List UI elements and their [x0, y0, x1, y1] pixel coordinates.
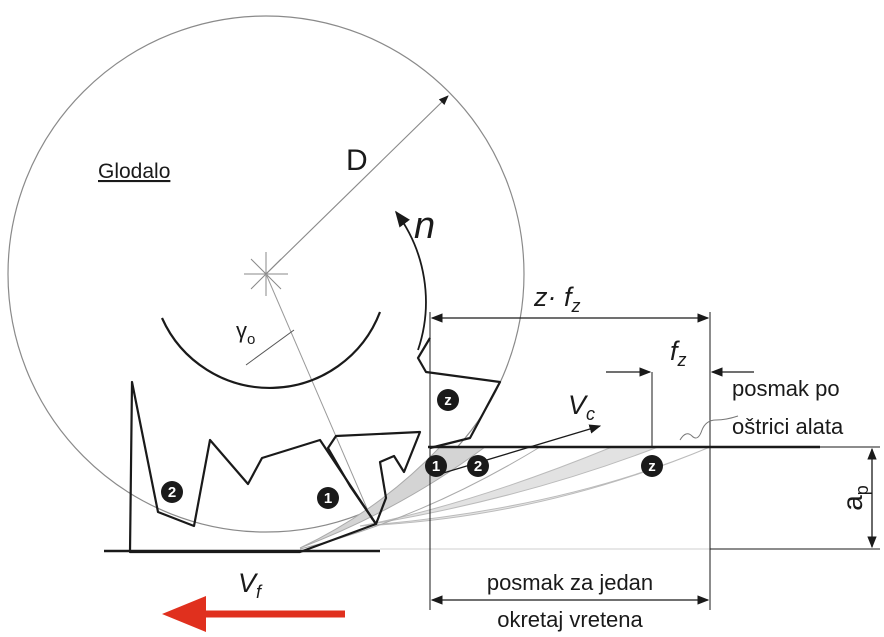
- feed-per-tooth-label: fz: [670, 336, 687, 370]
- badge-tooth-2-workpiece: 2: [467, 455, 489, 477]
- svg-text:z: z: [648, 458, 656, 475]
- tooth-2: [416, 337, 502, 450]
- svg-text:1: 1: [432, 458, 440, 475]
- spindle-feed-note-2: okretaj vretena: [497, 607, 643, 632]
- tooth-left-2: [128, 380, 378, 554]
- cutter-circle: [7, 15, 525, 533]
- badge-tooth-2-left: 2: [161, 481, 183, 503]
- feed-per-tooth-note-2: oštrici alata: [732, 414, 844, 439]
- feed-velocity-label: Vf: [238, 568, 263, 602]
- svg-text:2: 2: [474, 458, 482, 475]
- diameter-label: D: [346, 144, 368, 177]
- badge-tooth-1-workpiece: 1: [425, 455, 447, 477]
- badge-tooth-1-left: 1: [317, 487, 339, 509]
- radius-line: [265, 95, 449, 275]
- depth-label: ap: [837, 485, 872, 511]
- note-leader: [679, 415, 739, 441]
- svg-text:1: 1: [324, 490, 332, 507]
- radial-line: [265, 273, 373, 521]
- rotation-label: n: [414, 205, 435, 247]
- rotation-arrow: [395, 210, 427, 351]
- tooth-1: [326, 430, 422, 525]
- feed-per-rev-label: z· fz: [533, 282, 581, 316]
- feed-arrow-head: [162, 596, 206, 632]
- svg-text:2: 2: [168, 484, 176, 501]
- cut-velocity-arrow: [439, 424, 602, 475]
- badge-tooth-z-workpiece: z: [641, 455, 663, 477]
- feed-per-tooth-note-1: posmak po: [732, 376, 840, 401]
- rake-reference-line: [245, 329, 295, 366]
- rake-angle-label: γo: [236, 318, 255, 348]
- spindle-feed-note-1: posmak za jedan: [487, 570, 653, 595]
- badge-tooth-z-top: z: [437, 389, 459, 411]
- svg-text:z: z: [444, 392, 452, 409]
- inner-arc: [160, 311, 382, 390]
- cutter-title: Glodalo: [98, 160, 170, 183]
- cut-velocity-label: Vc: [568, 390, 595, 424]
